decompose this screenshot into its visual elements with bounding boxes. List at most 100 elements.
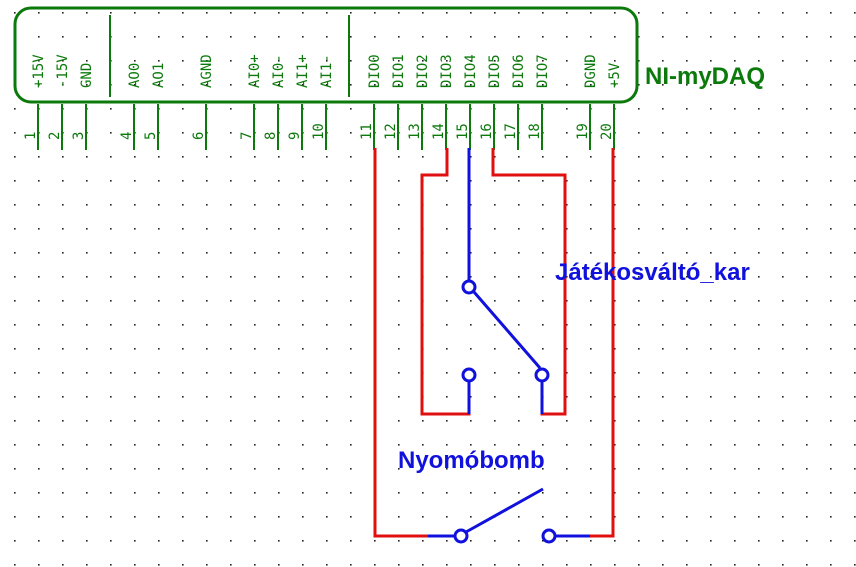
grid-dot	[590, 12, 592, 14]
grid-dot	[542, 228, 544, 230]
grid-dot	[62, 516, 64, 518]
grid-dot	[230, 228, 232, 230]
grid-dot	[782, 468, 784, 470]
grid-dot	[182, 564, 184, 566]
grid-dot	[662, 60, 664, 62]
grid-dot	[854, 228, 856, 230]
grid-dot	[494, 372, 496, 374]
grid-dot	[518, 252, 520, 254]
grid-dot	[254, 468, 256, 470]
grid-dot	[398, 540, 400, 542]
grid-dot	[758, 228, 760, 230]
grid-dot	[854, 252, 856, 254]
grid-dot	[566, 276, 568, 278]
grid-dot	[494, 420, 496, 422]
grid-dot	[398, 516, 400, 518]
grid-dot	[758, 396, 760, 398]
grid-dot	[398, 420, 400, 422]
grid-dot	[182, 396, 184, 398]
grid-dot	[422, 60, 424, 62]
grid-dot	[326, 180, 328, 182]
grid-dot	[782, 420, 784, 422]
grid-dot	[230, 276, 232, 278]
grid-dot	[830, 348, 832, 350]
grid-dot	[302, 156, 304, 158]
grid-dot	[686, 276, 688, 278]
grid-dot	[446, 348, 448, 350]
grid-dot	[518, 204, 520, 206]
grid-dot	[710, 396, 712, 398]
grid-dot	[470, 204, 472, 206]
grid-dot	[206, 372, 208, 374]
grid-dot	[734, 228, 736, 230]
grid-dot	[62, 324, 64, 326]
grid-dot	[542, 516, 544, 518]
grid-dot	[398, 564, 400, 566]
grid-dot	[758, 180, 760, 182]
grid-dot	[254, 348, 256, 350]
grid-dot	[638, 564, 640, 566]
grid-dot	[134, 372, 136, 374]
grid-dot	[614, 348, 616, 350]
grid-dot	[254, 276, 256, 278]
grid-dot	[134, 12, 136, 14]
grid-dot	[710, 36, 712, 38]
wires	[373, 148, 615, 538]
grid-dot	[206, 564, 208, 566]
grid-dot	[830, 84, 832, 86]
grid-dot	[686, 204, 688, 206]
grid-dot	[398, 60, 400, 62]
grid-dot	[326, 420, 328, 422]
grid-dot	[614, 516, 616, 518]
grid-dot	[782, 156, 784, 158]
grid-dot	[854, 444, 856, 446]
grid-dot	[470, 276, 472, 278]
grid-dot	[254, 372, 256, 374]
grid-dot	[110, 228, 112, 230]
grid-dot	[494, 396, 496, 398]
grid-dot	[446, 540, 448, 542]
grid-dot	[302, 492, 304, 494]
grid-dot	[830, 156, 832, 158]
grid-dot	[494, 492, 496, 494]
grid-dot	[686, 36, 688, 38]
grid-dot	[302, 180, 304, 182]
grid-dot	[134, 324, 136, 326]
grid-dot	[230, 564, 232, 566]
grid-dot	[14, 180, 16, 182]
grid-dot	[590, 156, 592, 158]
grid-dot	[590, 36, 592, 38]
pin-label: DGND	[583, 54, 599, 88]
grid-dot	[398, 252, 400, 254]
button-contact-left	[453, 528, 469, 544]
grid-dot	[110, 276, 112, 278]
grid-dot	[518, 468, 520, 470]
grid-dot	[206, 156, 208, 158]
grid-dot	[326, 516, 328, 518]
grid-dot	[638, 348, 640, 350]
grid-dot	[830, 36, 832, 38]
grid-dot	[302, 84, 304, 86]
grid-dot	[254, 60, 256, 62]
grid-dot	[62, 420, 64, 422]
grid-dot	[350, 300, 352, 302]
grid-dot	[734, 444, 736, 446]
grid-dot	[206, 516, 208, 518]
grid-dot	[110, 516, 112, 518]
grid-dot	[710, 492, 712, 494]
grid-dot	[734, 252, 736, 254]
grid-dot	[422, 564, 424, 566]
grid-dot	[710, 156, 712, 158]
grid-dot	[566, 36, 568, 38]
grid-dot	[542, 276, 544, 278]
grid-dot	[278, 252, 280, 254]
grid-dot	[134, 156, 136, 158]
grid-dot	[206, 180, 208, 182]
grid-dot	[830, 564, 832, 566]
grid-dot	[158, 84, 160, 86]
grid-dot	[62, 492, 64, 494]
grid-dot	[830, 12, 832, 14]
grid-dot	[782, 12, 784, 14]
grid-dot	[230, 372, 232, 374]
